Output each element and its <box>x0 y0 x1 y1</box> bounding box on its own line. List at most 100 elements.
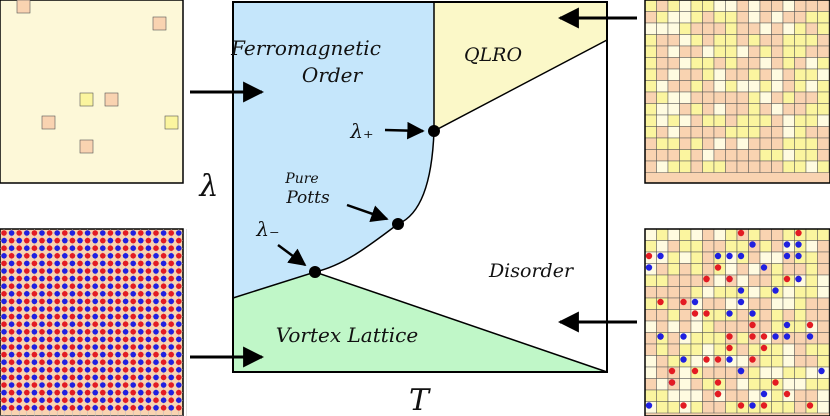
defect-site <box>41 115 56 130</box>
vortex-dot <box>726 333 733 340</box>
spin-tile <box>702 45 715 58</box>
vortex-dot <box>168 275 174 282</box>
vortex-dot <box>115 283 121 290</box>
spin-tile <box>667 274 680 287</box>
spin-tile <box>679 320 692 333</box>
spin-tile <box>702 401 715 414</box>
spin-tile <box>702 263 715 276</box>
spin-tile <box>794 103 807 116</box>
spin-tile <box>679 228 692 241</box>
spin-tile <box>667 332 680 345</box>
vortex-dot <box>31 260 38 267</box>
vortex-dot <box>176 336 182 343</box>
spin-tile <box>690 149 703 162</box>
vortex-dot <box>130 351 136 358</box>
spin-tile <box>656 274 669 287</box>
vortex-dot <box>160 260 167 267</box>
vortex-dot <box>62 367 68 373</box>
vortex-dot <box>84 382 91 388</box>
vortex-dot <box>77 275 83 282</box>
spin-tile <box>805 160 818 173</box>
vortex-dot <box>24 283 30 290</box>
vortex-dot <box>54 237 60 244</box>
vortex-dot <box>145 367 152 373</box>
vortex-label: Vortex Lattice <box>276 323 418 347</box>
spin-tile <box>725 228 738 241</box>
disorder-config-panel <box>644 228 830 416</box>
spin-tile <box>805 286 818 299</box>
defect-site <box>152 16 167 31</box>
spin-tile <box>644 45 657 58</box>
vortex-dot <box>39 344 45 350</box>
spin-tile <box>771 366 784 379</box>
spin-tile <box>771 228 784 241</box>
vortex-dot <box>107 344 114 350</box>
vortex-dot <box>168 351 174 358</box>
spin-tile <box>702 160 715 173</box>
spin-tile <box>725 160 738 173</box>
vortex-dot <box>77 237 83 244</box>
vortex-dot <box>749 333 756 340</box>
spin-tile <box>782 91 795 104</box>
vortex-dot <box>160 268 167 274</box>
vortex-dot <box>39 291 45 297</box>
vortex-dot <box>107 245 114 251</box>
spin-tile <box>713 0 726 12</box>
spin-tile <box>667 251 680 264</box>
spin-tile <box>656 320 669 333</box>
spin-tile <box>817 228 830 241</box>
vortex-dot <box>54 374 60 381</box>
spin-tile <box>817 114 830 127</box>
vortex-dot <box>16 237 23 244</box>
vortex-dot <box>62 275 68 282</box>
vortex-dot <box>62 283 68 290</box>
spin-tile <box>759 274 772 287</box>
vortex-dot <box>24 253 30 259</box>
spin-tile <box>771 91 784 104</box>
spin-tile <box>725 34 738 47</box>
vortex-dot <box>153 344 159 350</box>
spin-tile <box>656 309 669 322</box>
vortex-dot <box>1 230 7 236</box>
vortex-dot <box>1 313 7 320</box>
vortex-dot <box>160 397 167 404</box>
vortex-dot <box>16 336 23 343</box>
vortex-dot <box>122 351 129 358</box>
spin-tile <box>817 137 830 150</box>
vortex-dot <box>1 321 7 328</box>
spin-tile <box>817 103 830 116</box>
vortex-dot <box>46 260 53 267</box>
vortex-dot <box>69 298 76 305</box>
vortex-dot <box>62 245 68 251</box>
spin-tile <box>771 57 784 70</box>
panel-frame <box>644 0 830 184</box>
vortex-dot <box>122 275 129 282</box>
spin-tile <box>667 68 680 81</box>
spin-tile <box>805 57 818 70</box>
vortex-dot <box>100 329 106 335</box>
vortex-dot <box>122 336 129 343</box>
vortex-dot <box>39 397 45 404</box>
spin-tile <box>725 68 738 81</box>
vortex-dot <box>39 253 45 259</box>
spin-tile <box>771 0 784 12</box>
vortex-dot <box>8 291 15 297</box>
vortex-dot <box>122 359 129 366</box>
vortex-dot <box>806 402 814 409</box>
vortex-dot <box>153 253 159 259</box>
spin-tile <box>656 228 669 241</box>
vortex-dot <box>62 230 68 236</box>
vortex-dot <box>657 252 664 260</box>
vortex-dot <box>8 230 15 236</box>
spin-tile <box>644 286 657 299</box>
vortex-dot <box>122 253 129 259</box>
spin-tile <box>736 137 749 150</box>
vortex-dot <box>691 367 699 375</box>
vortex-dot <box>54 329 60 335</box>
vortex-dot <box>39 389 45 396</box>
lambda-plus-arrow <box>384 121 425 140</box>
spin-tile <box>736 389 749 402</box>
spin-tile <box>817 389 830 402</box>
spin-tile <box>690 401 703 414</box>
spin-tile <box>644 114 657 127</box>
